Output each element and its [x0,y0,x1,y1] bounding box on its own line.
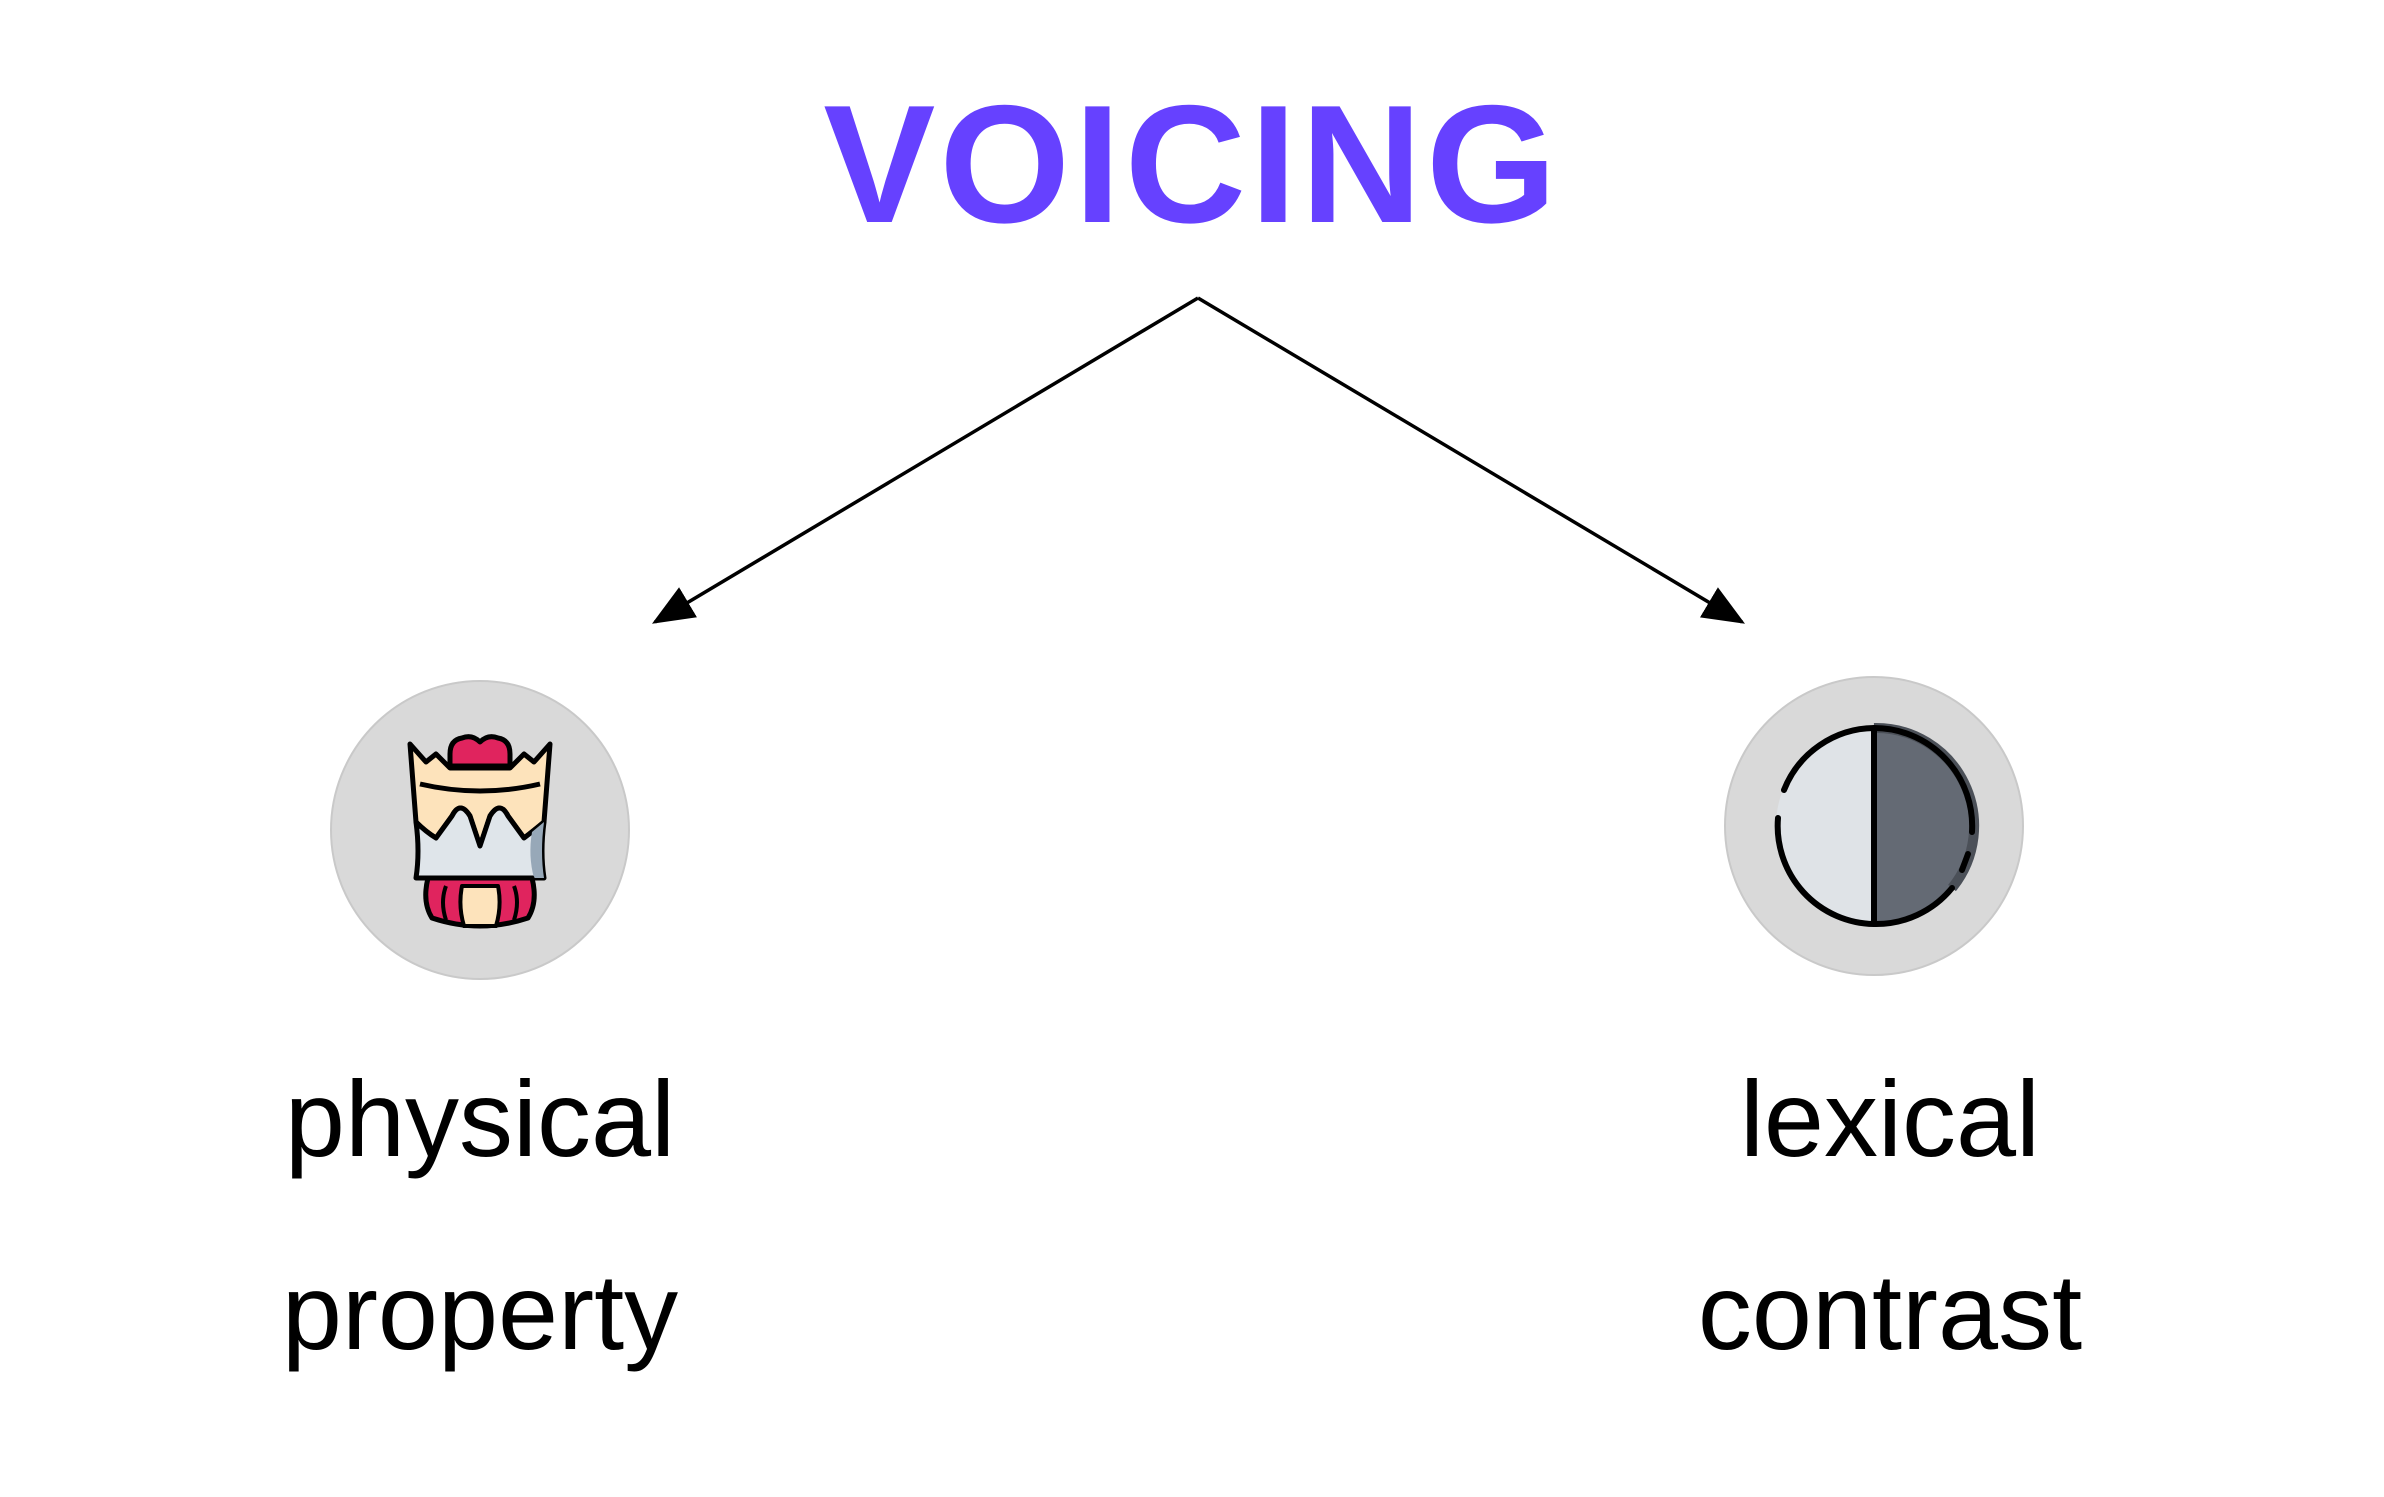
contrast-label: contrast [1697,1251,2083,1372]
property-label: property [281,1251,679,1372]
arrow-to-physical-property [651,296,1199,624]
larynx-icon [407,734,553,929]
physical-property-node [330,680,630,980]
lexical-label: lexical [1739,1058,2041,1179]
physical-label: physical [284,1058,676,1179]
lexical-contrast-node [1724,676,2024,976]
diagram-title: VOICING [823,70,1561,258]
arrow-to-lexical-contrast [1197,296,1746,624]
half-circle-contrast-icon [1774,722,1980,928]
